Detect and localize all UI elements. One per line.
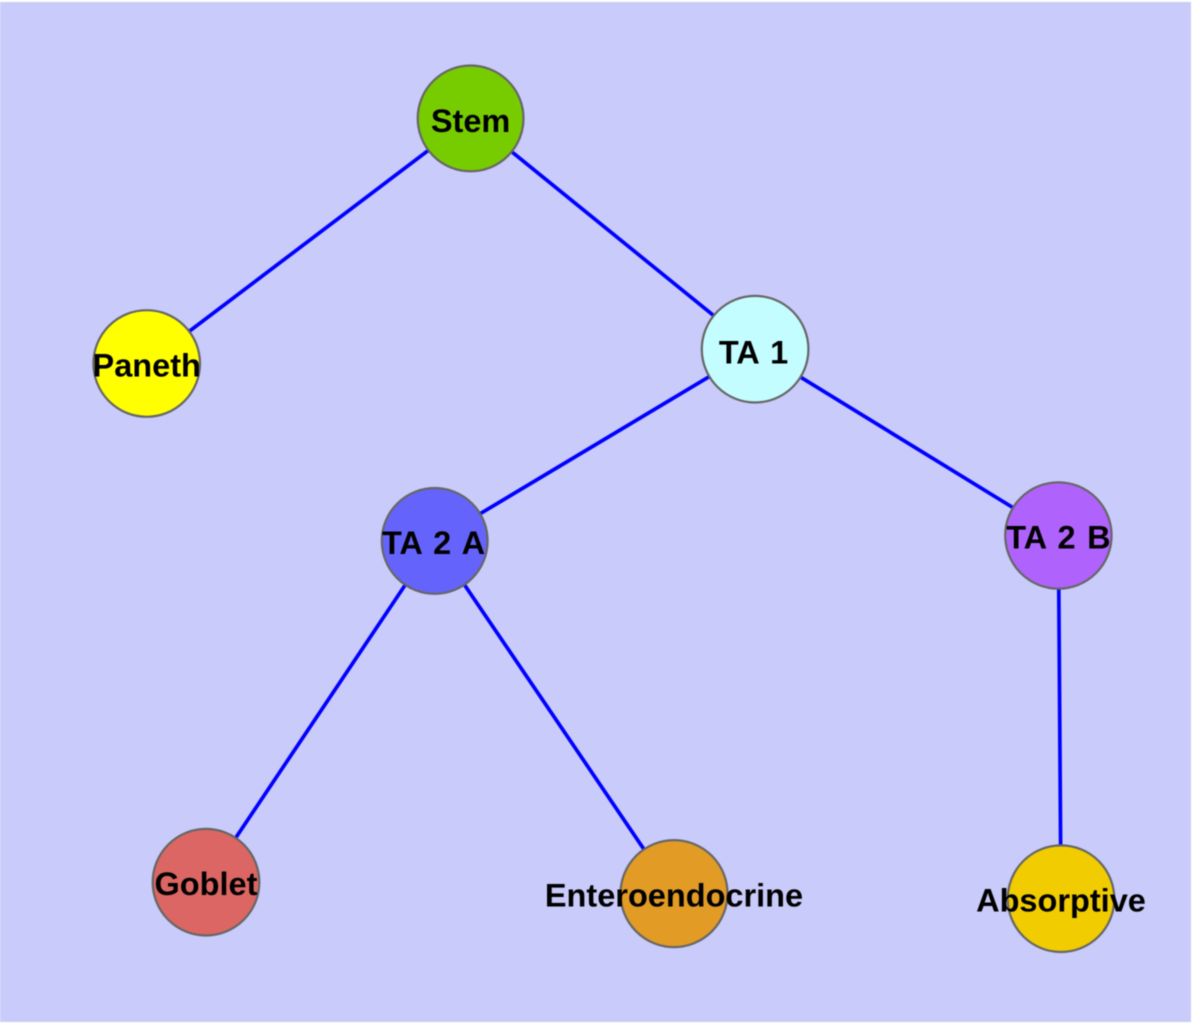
svg-text:Goblet: Goblet [155, 866, 258, 902]
svg-text:Stem: Stem [431, 103, 510, 139]
svg-text:TA 2 A: TA 2 A [382, 525, 485, 561]
svg-text:Absorptive: Absorptive [976, 883, 1146, 919]
svg-text:Enteroendocrine: Enteroendocrine [545, 878, 803, 914]
svg-text:TA 2 B: TA 2 B [1006, 520, 1110, 556]
svg-text:Paneth: Paneth [93, 348, 201, 384]
svg-text:TA 1: TA 1 [719, 335, 788, 371]
